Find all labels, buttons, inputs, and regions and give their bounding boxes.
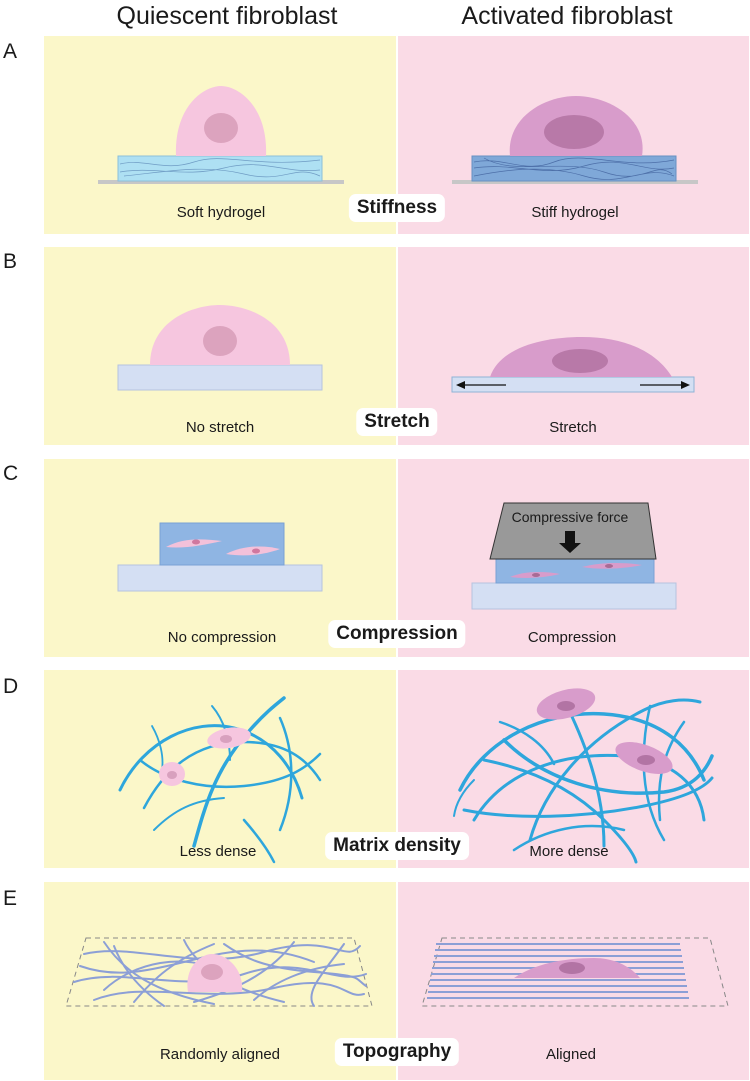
- panel-letter-d: D: [3, 675, 19, 698]
- aligned-label: Aligned: [545, 1046, 597, 1063]
- stretch-label: Stretch: [356, 408, 438, 436]
- panel-letter-b: B: [3, 250, 18, 273]
- quiescent-nucleus: [203, 326, 237, 356]
- stretch-left-arrow: [456, 381, 506, 389]
- sparse-fiber-network: [118, 696, 322, 864]
- matrix-density-illustration: [118, 688, 714, 864]
- panel-letter-c: C: [3, 462, 19, 485]
- right-base-substrate: [471, 582, 677, 610]
- unstretched-substrate: [117, 364, 323, 391]
- aligned-grooves: [427, 943, 689, 999]
- activated-nucleus: [552, 349, 608, 373]
- panel-stiffness: Soft hydrogel Stiff hydrogel Stiffness: [44, 36, 749, 234]
- stiffness-illustration: [98, 86, 698, 184]
- random-fiber-mesh: [73, 939, 367, 1007]
- aligned-surface-outline: [421, 937, 729, 1007]
- panel-letter-e: E: [3, 887, 18, 910]
- panel-compression: Compressive force No compression Compres…: [44, 459, 749, 657]
- less-dense-label: Less dense: [179, 843, 257, 860]
- soft-substrate-plate: [98, 180, 344, 184]
- stretch-illustration: [117, 305, 695, 393]
- activated-column-header: Activated fibroblast: [461, 2, 673, 30]
- stretch-right-arrow: [640, 381, 690, 389]
- randomly-aligned-label: Randomly aligned: [159, 1046, 281, 1063]
- stiff-substrate-plate: [452, 180, 698, 184]
- quiescent-column-header: Quiescent fibroblast: [116, 2, 338, 30]
- compressive-force-label: Compressive force: [511, 509, 629, 525]
- stiff-hydrogel-label: Stiff hydrogel: [531, 204, 619, 221]
- stiffness-label: Stiffness: [348, 194, 446, 222]
- panel-topography: Randomly aligned Aligned Topography: [44, 882, 749, 1080]
- panel-letter-a: A: [3, 40, 18, 63]
- dense-fiber-network: [453, 698, 714, 864]
- soft-hydrogel-fibers: [119, 158, 321, 178]
- compression-label-right: Compression: [527, 629, 617, 646]
- compression-illustration: [117, 502, 677, 610]
- compressive-force-arrow: [559, 531, 581, 553]
- left-base-substrate: [117, 564, 323, 592]
- stiff-hydrogel-fibers: [473, 157, 675, 180]
- panel-matrix-density: Less dense More dense Matrix density: [44, 670, 749, 868]
- soft-hydrogel: [117, 155, 323, 182]
- no-stretch-label: No stretch: [185, 419, 255, 436]
- activated-nucleus: [544, 115, 604, 149]
- compressed-gel: [495, 558, 655, 584]
- soft-hydrogel-label: Soft hydrogel: [176, 204, 266, 221]
- quiescent-nucleus: [204, 113, 238, 143]
- random-surface-outline: [65, 937, 373, 1007]
- topography-label: Topography: [334, 1038, 460, 1066]
- matrix-density-label: Matrix density: [325, 832, 469, 860]
- compression-label: Compression: [328, 620, 466, 648]
- more-dense-label: More dense: [529, 843, 609, 860]
- stretch-label-right: Stretch: [549, 419, 597, 436]
- panel-stretch: No stretch Stretch Stretch: [44, 247, 749, 445]
- no-compression-label: No compression: [167, 629, 277, 646]
- topography-illustration: [65, 937, 729, 1007]
